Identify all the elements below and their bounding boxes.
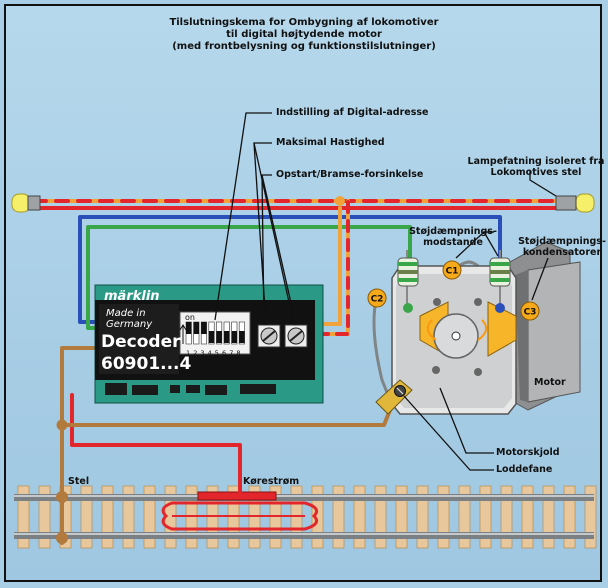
label-suppression-resistors: Støjdæmpnings-modstande — [409, 226, 497, 248]
motor-shield — [391, 265, 517, 415]
track-sleeper — [584, 485, 597, 549]
label-address-setting: Indstilling af Digital-adresse — [276, 107, 429, 118]
dip-switch — [179, 321, 245, 345]
callout-lines — [214, 112, 557, 471]
rail-top — [14, 494, 594, 501]
track-sleeper — [353, 485, 366, 549]
front-lamp-right — [555, 193, 595, 213]
track-sleeper — [332, 485, 345, 549]
track — [14, 485, 597, 549]
label-suppression-capacitors: Støjdæmpnings-kondensatorer — [518, 236, 606, 258]
capacitor-c2-label: C2 — [371, 295, 384, 305]
suppression-resistor-right — [489, 250, 511, 313]
track-sleeper — [80, 485, 93, 549]
track-sleeper — [437, 485, 450, 549]
pickup-shoe — [197, 491, 277, 501]
dip-switch-lever — [201, 322, 207, 334]
dip-numbers: 1 2 3 4 5 6 7 8 — [186, 349, 242, 357]
label-track-current: Kørestrøm — [243, 476, 300, 487]
dip-switch-lever — [231, 331, 237, 343]
capacitor-c3-label: C3 — [524, 308, 537, 318]
track-sleeper — [542, 485, 555, 549]
track-sleeper — [521, 485, 534, 549]
diagram-title-line-2: til digital højtydende motor — [226, 29, 382, 40]
suppression-resistor-left — [397, 250, 419, 313]
decoder-brand: märklin — [104, 289, 160, 304]
dip-switch-lever — [208, 331, 215, 343]
decoder-name: Decoder — [101, 332, 181, 352]
track-sleeper — [311, 485, 324, 549]
capacitor-c1: C1 — [442, 260, 462, 280]
capacitor-c3: C3 — [520, 301, 540, 321]
label-motor: Motor — [534, 377, 566, 388]
label-max-speed: Maksimal Hastighed — [276, 137, 385, 148]
diagram-title-line-3: (med frontbelysning og funktionstilslutn… — [172, 41, 436, 52]
dip-on-label: on — [185, 313, 195, 322]
label-motor-shield: Motorskjold — [496, 447, 560, 458]
rail-bottom — [14, 532, 594, 539]
track-sleeper — [38, 485, 51, 549]
sliding-contact — [161, 501, 318, 531]
capacitor-c1-label: C1 — [446, 267, 459, 277]
track-sleeper — [395, 485, 408, 549]
track-sleeper — [101, 485, 114, 549]
track-sleeper — [479, 485, 492, 549]
junction-dot — [335, 196, 345, 206]
ground-contact-dot — [56, 491, 68, 503]
track-sleeper — [122, 485, 135, 549]
junction-dot — [56, 419, 68, 431]
decoder-made-in-1: Made in — [106, 308, 146, 319]
dip-switch-lever — [193, 322, 199, 334]
dip-switch-lever — [216, 331, 222, 343]
track-sleeper — [374, 485, 387, 549]
track-sleeper — [143, 485, 156, 549]
track-sleeper — [458, 485, 471, 549]
dip-on-arrow-icon — [179, 324, 187, 344]
track-sleeper — [500, 485, 513, 549]
decoder-number: 60901...4 — [101, 354, 192, 374]
label-ground: Stel — [68, 476, 90, 487]
track-sleeper — [416, 485, 429, 549]
diagram-title-line-1: Tilslutningskema for Ombygning af lokomo… — [169, 17, 439, 28]
label-start-brake: Opstart/Bramse-forsinkelse — [276, 169, 424, 180]
motor — [509, 241, 581, 411]
front-lamp-left — [11, 193, 41, 213]
track-sleeper — [17, 485, 30, 549]
dip-switch-lever — [224, 331, 230, 343]
solder-tab — [375, 379, 413, 415]
decoder-board — [94, 284, 324, 404]
track-sleeper — [563, 485, 576, 549]
ground-contact-dot — [56, 532, 68, 544]
dip-switch-lever — [239, 331, 245, 343]
capacitor-c2: C2 — [367, 288, 387, 308]
label-solder-tab: Loddefane — [496, 464, 553, 475]
dip-switch-lever — [186, 322, 192, 334]
decoder-made-in-2: Germany — [106, 319, 153, 330]
label-lamp-socket: Lampefatning isoleret fra Lokomotives st… — [467, 156, 605, 178]
